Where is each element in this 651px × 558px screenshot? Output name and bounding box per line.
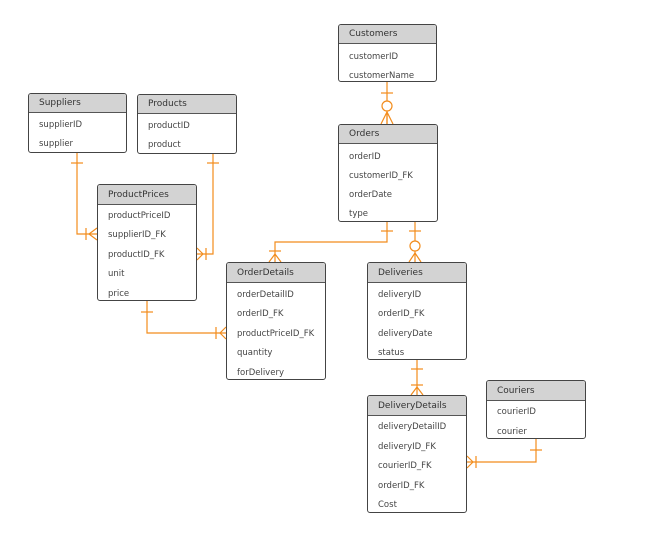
entity-field: type (349, 209, 368, 219)
entity-title: Couriers (487, 381, 585, 401)
entity-title: Suppliers (29, 94, 126, 113)
entity-deliveries[interactable]: Deliveries deliveryID orderID_FK deliveryDa… (367, 262, 467, 360)
entity-field: productID_FK (108, 250, 165, 260)
entity-field: productPriceID (108, 211, 171, 221)
entity-field: orderDate (349, 190, 392, 200)
entity-field: courier (497, 427, 527, 437)
entity-title: DeliveryDetails (368, 396, 466, 416)
entity-field: orderID_FK (237, 309, 284, 319)
entity-deliverydetails[interactable]: DeliveryDetails deliveryDetailID deliveryI… (367, 395, 467, 513)
entity-title: OrderDetails (227, 263, 325, 283)
entity-field: product (148, 140, 181, 150)
many-mark (196, 247, 204, 261)
many-mark (88, 227, 98, 241)
relationship-line (146, 301, 226, 334)
entity-suppliers[interactable]: Suppliers supplierID supplier (28, 93, 127, 153)
entity-customers[interactable]: Customers customerID customerName (338, 24, 437, 82)
entity-field: orderID (349, 152, 381, 162)
entity-field: forDelivery (237, 368, 284, 378)
relationship-line (274, 222, 388, 262)
relationship-line (197, 154, 214, 255)
entity-field: supplierID_FK (108, 230, 166, 240)
entity-field: productPriceID_FK (237, 329, 315, 339)
entity-title: ProductPrices (98, 185, 196, 205)
entity-couriers[interactable]: Couriers courierID courier (486, 380, 586, 439)
entity-title: Orders (339, 125, 437, 144)
many-mark (466, 455, 474, 469)
entity-field: supplierID (39, 120, 83, 130)
entity-field: deliveryID_FK (378, 442, 436, 452)
entity-field: deliveryDate (378, 329, 433, 339)
entity-field: courierID (497, 407, 536, 417)
relationship-line (467, 439, 537, 463)
entity-field: orderID_FK (378, 309, 425, 319)
entity-field: quantity (237, 348, 273, 358)
many-mark (410, 386, 424, 396)
entity-field: Cost (378, 500, 397, 510)
entity-field: supplier (39, 139, 74, 149)
entity-field: orderDetailID (237, 290, 294, 300)
many-mark (408, 251, 422, 263)
entity-title: Products (138, 95, 236, 114)
entity-field: customerID_FK (349, 171, 413, 181)
entity-productprices[interactable]: ProductPrices productPriceID supplierID_FK… (97, 184, 197, 301)
entity-field: courierID_FK (378, 461, 432, 471)
entity-field: deliveryID (378, 290, 422, 300)
entity-field: deliveryDetailID (378, 422, 447, 432)
entity-field: orderID_FK (378, 481, 425, 491)
entity-field: status (378, 348, 405, 358)
many-mark (219, 326, 227, 340)
entity-title: Customers (339, 25, 436, 44)
entity-field: customerName (349, 71, 415, 81)
zero-mark (409, 240, 421, 252)
entity-field: price (108, 289, 130, 299)
many-mark (268, 253, 282, 263)
entity-field: productID (148, 121, 190, 131)
entity-products[interactable]: Products productID product (137, 94, 237, 154)
entity-orders[interactable]: Orders orderID customerID_FK orderDate type (338, 124, 438, 222)
zero-mark (381, 100, 393, 112)
entity-field: customerID (349, 52, 399, 62)
many-mark (380, 110, 394, 125)
entity-title: Deliveries (368, 263, 466, 283)
relationship-line (76, 153, 97, 235)
entity-field: unit (108, 269, 125, 279)
